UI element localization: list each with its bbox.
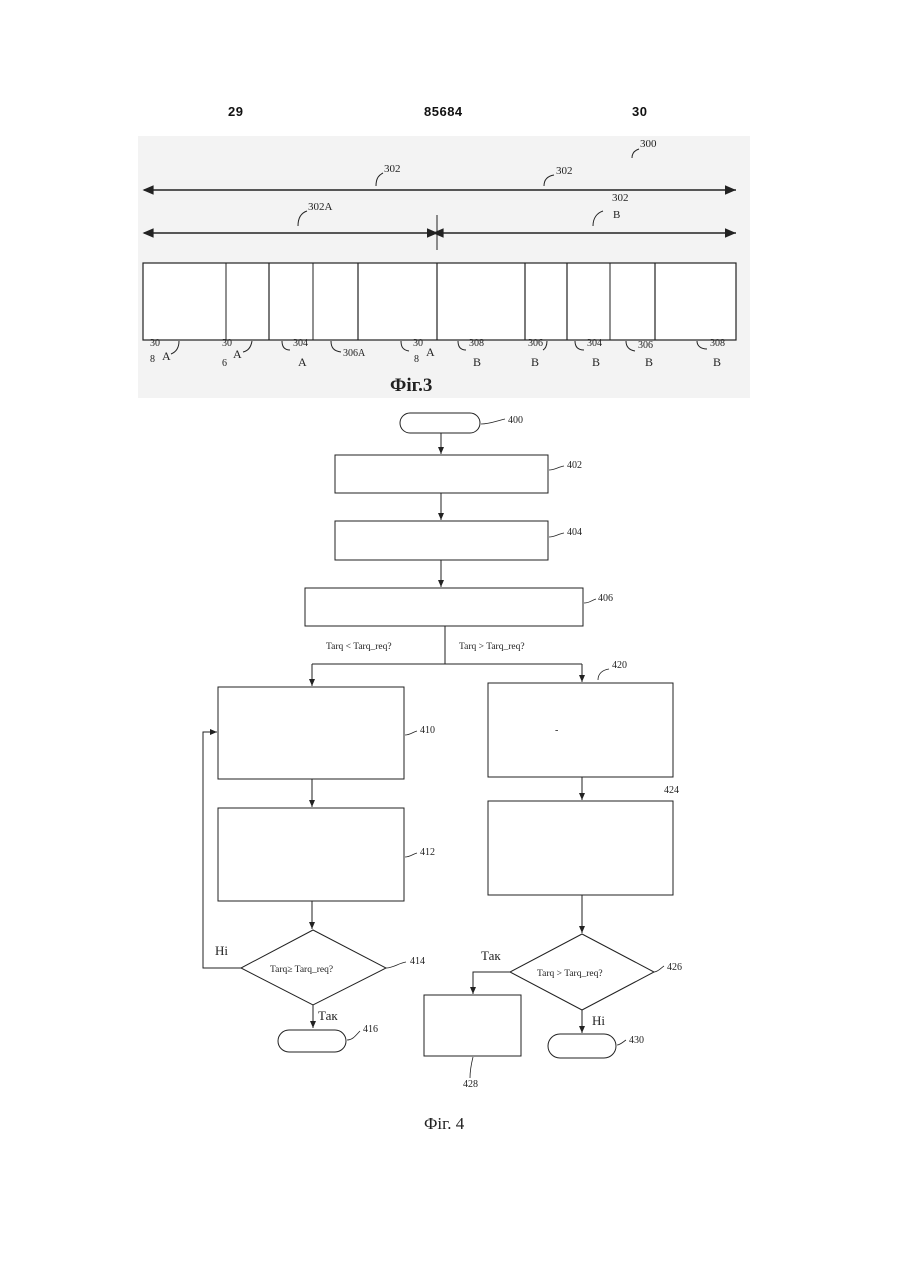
segment-label-num: 30 xyxy=(150,338,160,349)
process-box-402 xyxy=(335,455,548,493)
segment-label-num: 304 xyxy=(587,338,602,349)
ref-430: 430 xyxy=(629,1035,644,1046)
ref-leader xyxy=(347,1031,360,1040)
ref-406: 406 xyxy=(598,593,613,604)
segment-label-letter: A xyxy=(162,349,171,363)
segment-label-num: 30 xyxy=(222,338,232,349)
segment-label-letter: B xyxy=(713,355,721,369)
ref-412: 412 xyxy=(420,847,435,858)
decision-414-label: Tarq≥ Tarq_req? xyxy=(270,965,333,975)
ref-302-right-label: 302 xyxy=(556,165,573,177)
ref-404: 404 xyxy=(567,527,582,538)
ref-leader xyxy=(405,853,417,857)
no-label-left: Ні xyxy=(215,943,228,958)
segment-label-letter: B xyxy=(645,355,653,369)
ref-300-label: 300 xyxy=(640,138,657,150)
frame-block xyxy=(143,263,736,340)
flow-arrow xyxy=(473,972,510,994)
segment-label-letter: B xyxy=(531,355,539,369)
segment-label-letter: A xyxy=(298,355,307,369)
segment-label-num: 308 xyxy=(469,338,484,349)
fig4-flowchart: 400 402 404 406 Tarq < Tarq_req? Tarq > … xyxy=(203,413,682,1133)
segment-label-sub: 8 xyxy=(150,354,155,365)
process-box-412 xyxy=(218,808,404,901)
segment-label-sub: 8 xyxy=(414,354,419,365)
segment-label-sub: 6 xyxy=(222,358,227,369)
ref-302-label: 302 xyxy=(384,163,401,175)
ref-416: 416 xyxy=(363,1024,378,1035)
ref-leader xyxy=(470,1057,473,1078)
start-terminal xyxy=(400,413,480,433)
process-box-428 xyxy=(424,995,521,1056)
segment-label-num: 306 xyxy=(528,338,543,349)
fig4-caption: Фіг. 4 xyxy=(424,1114,465,1133)
end-terminal-416 xyxy=(278,1030,346,1052)
process-box-420 xyxy=(488,683,673,777)
segment-label-num: 304 xyxy=(293,338,308,349)
segment-label-num: 308 xyxy=(710,338,725,349)
ref-400: 400 xyxy=(508,415,523,426)
decision-426-label: Tarq > Tarq_req? xyxy=(537,969,603,979)
ref-302b-label: 302 xyxy=(612,192,629,204)
ref-426: 426 xyxy=(667,962,682,973)
ref-402: 402 xyxy=(567,460,582,471)
ref-leader xyxy=(549,533,564,537)
ref-leader xyxy=(617,1040,626,1045)
segment-label-num: 30 xyxy=(413,338,423,349)
ref-leader xyxy=(584,599,596,603)
process-box-410 xyxy=(218,687,404,779)
fig3-caption: Фіг.3 xyxy=(390,375,432,396)
fig3-diagram: 300 302 302 302A 302 B 30 8 A xyxy=(138,136,750,398)
process-box-406 xyxy=(305,588,583,626)
ref-302b-letter: B xyxy=(613,209,620,221)
segment-label-letter: B xyxy=(473,355,481,369)
ref-leader xyxy=(654,966,664,972)
ref-424: 424 xyxy=(664,785,679,796)
ref-leader xyxy=(405,731,417,735)
segment-label-num: 306 xyxy=(638,340,653,351)
branch-right-label: Tarq > Tarq_req? xyxy=(459,642,525,652)
ref-302a-label: 302A xyxy=(308,201,333,213)
ref-414: 414 xyxy=(410,956,425,967)
ref-leader xyxy=(598,669,609,680)
ref-420: 420 xyxy=(612,660,627,671)
ref-leader xyxy=(481,419,505,424)
no-label-right: Ні xyxy=(592,1013,605,1028)
process-box-404 xyxy=(335,521,548,560)
ref-410: 410 xyxy=(420,725,435,736)
segment-label-num: 306A xyxy=(343,348,366,359)
ref-leader xyxy=(549,466,564,470)
ref-leader xyxy=(386,962,406,968)
branch-left-label: Tarq < Tarq_req? xyxy=(326,642,392,652)
yes-label-right: Так xyxy=(481,948,501,963)
segment-label-letter: B xyxy=(592,355,600,369)
end-terminal-430 xyxy=(548,1034,616,1058)
ref-428: 428 xyxy=(463,1079,478,1090)
segment-label-letter: A xyxy=(426,345,435,359)
process-box-424 xyxy=(488,801,673,895)
segment-label-letter: A xyxy=(233,347,242,361)
box-420-mark: - xyxy=(555,725,558,736)
yes-label-left: Так xyxy=(318,1008,338,1023)
